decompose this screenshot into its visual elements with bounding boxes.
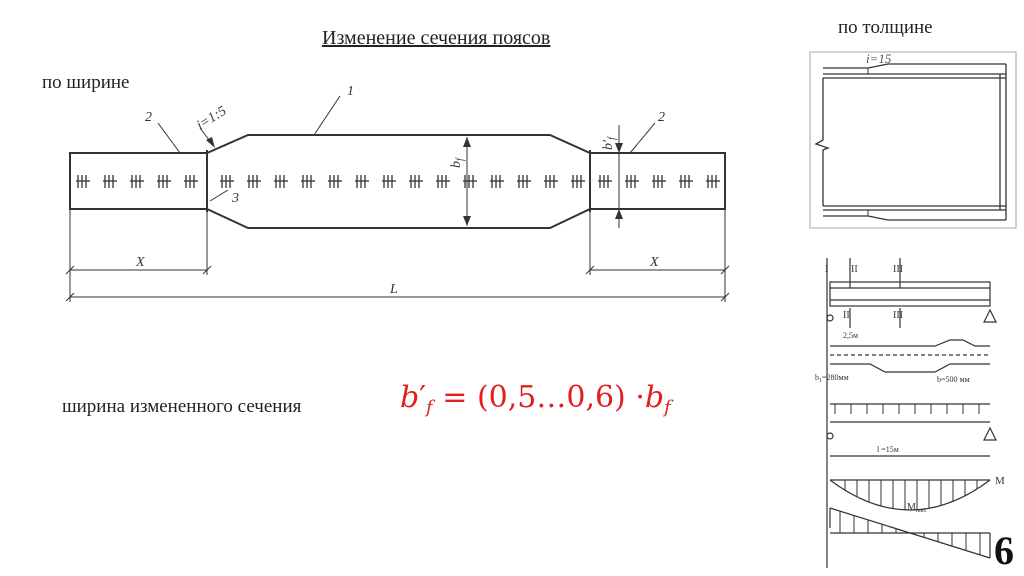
formula-eq: = [442,380,468,415]
slope-label: i=1:5 [194,104,229,134]
label-changed-section: ширина измененного сечения [62,396,302,417]
moment-label: M [995,475,1005,487]
formula-lhs: b [400,380,420,415]
label-by-thickness: по толщине [838,17,933,38]
label-by-width: по ширине [42,72,130,93]
callout-2-left: 2 [145,110,152,125]
dim-2-5m: 2,5м [843,331,858,340]
dim-x-left: X [135,255,145,270]
formula-lhs-sub: f [426,397,433,418]
dim-x-right: X [649,255,659,270]
formula-dot: · [635,380,645,415]
callout-3: 3 [231,191,239,206]
formula-lhs-prime: ′ [419,380,427,415]
formula: b′f = (0,5…0,6) ·bf [400,380,671,418]
section-mark-iii-lower: III [893,310,903,321]
section-mark-ii: II [851,264,858,275]
dim-b1: b1=280мм [815,373,849,384]
beam-moment-diagram: I II III II III 2,5м b1=280мм b=500 мм l… [815,258,1005,568]
flange-thickness-diagram: i=15 [809,51,1017,229]
dim-bf: bf [449,157,466,168]
dim-span-l: l =15м [877,445,899,454]
formula-red: b′f = (0,5…0,6) ·bf [400,380,671,418]
thickness-slope: i=15 [866,51,892,66]
formula-rhs-sub: f [664,397,671,418]
section-mark-iii: III [893,264,903,275]
section-mark-ii-lower: II [843,310,850,321]
callout-1: 1 [347,84,354,99]
flange-width-diagram: 2 2 1 3 i=1:5 X X L bf b′f [65,84,730,302]
formula-range: (0,5…0,6) [476,380,626,415]
section-mark-i: I [825,264,828,275]
moment-max-label: Mmax [907,502,926,514]
dim-b: b=500 мм [937,375,970,384]
page-title: Изменение сечения поясов [322,27,551,49]
dim-bf-prime: b′f [601,136,618,150]
callout-2-right: 2 [658,110,665,125]
dim-l: L [389,282,398,297]
formula-rhs: b [644,380,665,415]
page-number: 6 [994,528,1014,573]
